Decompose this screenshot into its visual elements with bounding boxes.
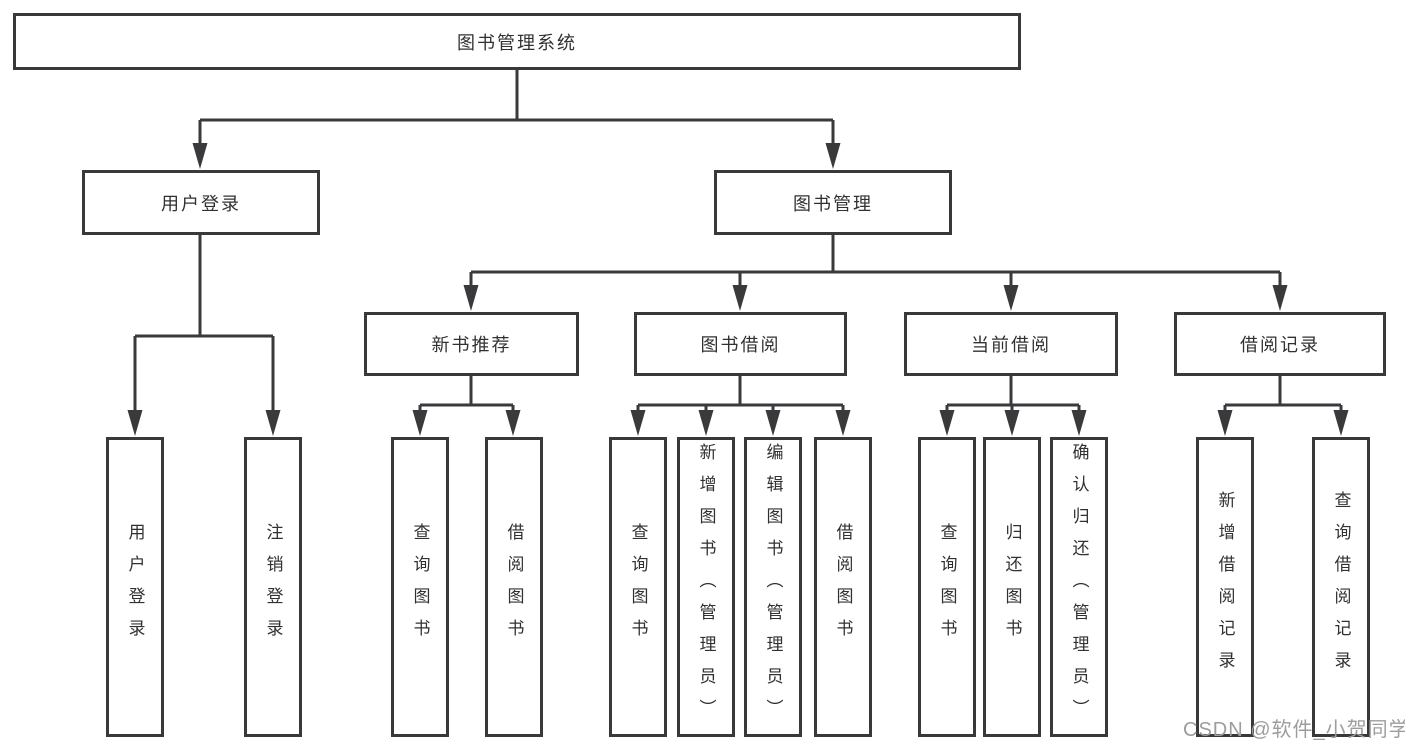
connector-root-to-level2: [192, 70, 841, 169]
leaf-user-login: 用户登录: [106, 437, 164, 737]
node-book-borrowing: 图书借阅: [634, 312, 847, 376]
leaf-add-book-admin: 新增图书（管理员）: [677, 437, 735, 737]
leaf-query-books-current: 查询图书: [918, 437, 976, 737]
leaf-query-borrow-record: 查询借阅记录: [1312, 437, 1370, 737]
node-book-management: 图书管理: [714, 170, 952, 235]
leaf-borrow-books-recommend: 借阅图书: [485, 437, 543, 737]
leaf-edit-book-admin: 编辑图书（管理员）: [744, 437, 802, 737]
node-new-book-recommendation: 新书推荐: [364, 312, 579, 376]
connector-user-login-to-leaves: [127, 235, 281, 436]
leaf-return-books: 归还图书: [983, 437, 1041, 737]
node-library-management-system: 图书管理系统: [13, 13, 1021, 70]
leaf-add-borrow-record: 新增借阅记录: [1196, 437, 1254, 737]
leaf-confirm-return-admin: 确认归还（管理员）: [1050, 437, 1108, 737]
connector-new-book-to-leaves: [412, 376, 521, 436]
connector-book-management-to-level3: [463, 235, 1288, 311]
leaf-borrow-books: 借阅图书: [814, 437, 872, 737]
connector-borrowing-records-to-leaves: [1217, 376, 1349, 436]
leaf-query-books-recommend: 查询图书: [391, 437, 449, 737]
node-borrowing-records: 借阅记录: [1174, 312, 1386, 376]
node-user-login: 用户登录: [82, 170, 320, 235]
connector-current-borrowing-to-leaves: [939, 376, 1087, 436]
connector-book-borrowing-to-leaves: [630, 376, 851, 436]
leaf-query-books-borrowing: 查询图书: [609, 437, 667, 737]
watermark: CSDN @软件_小贺同学: [1183, 719, 1405, 741]
leaf-logout: 注销登录: [244, 437, 302, 737]
node-current-borrowing: 当前借阅: [904, 312, 1118, 376]
